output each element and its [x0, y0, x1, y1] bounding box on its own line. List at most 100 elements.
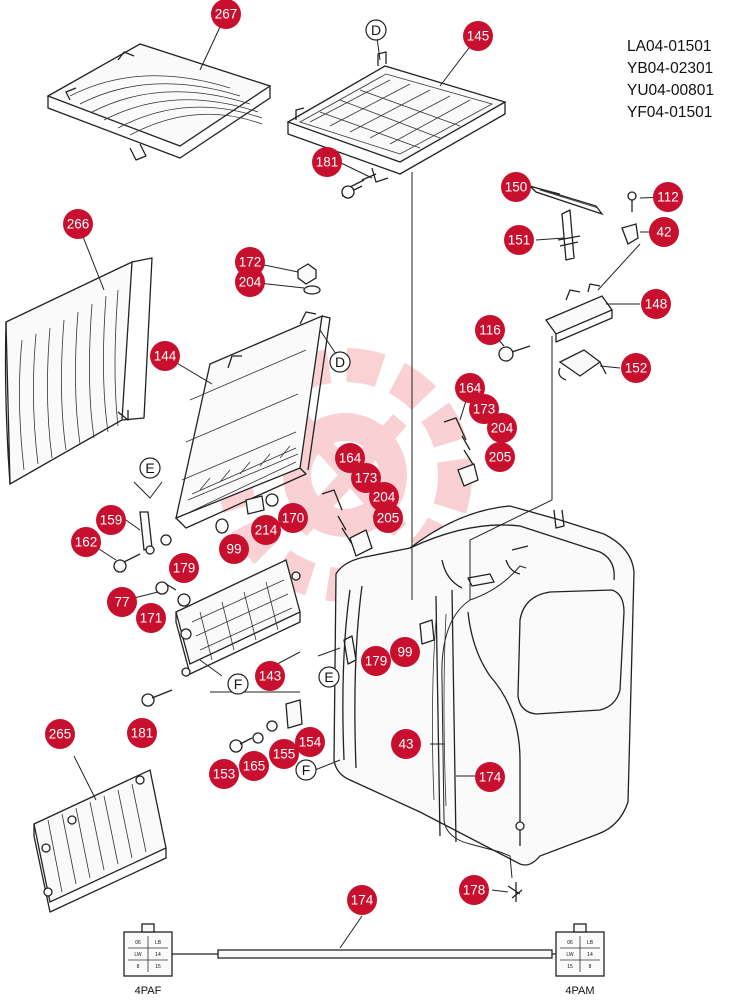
- callout-159[interactable]: 159: [96, 505, 126, 535]
- callout-174[interactable]: 174: [475, 762, 505, 792]
- part-164-bolt-left: [321, 489, 373, 557]
- part-181-bolt: [341, 173, 377, 199]
- part-144-side-frame: [175, 311, 331, 529]
- callout-205[interactable]: 205: [485, 442, 515, 472]
- callout-145[interactable]: 145: [463, 21, 493, 51]
- part-99-washer: [215, 518, 229, 534]
- part-267-grille-top: [46, 43, 272, 161]
- svg-text:150: 150: [505, 180, 528, 195]
- callout-162[interactable]: 162: [71, 527, 101, 557]
- svg-text:42: 42: [656, 225, 671, 240]
- part-159-gas-spring: [139, 511, 155, 555]
- callout-99[interactable]: 99: [390, 637, 420, 667]
- part-162-bolt: [113, 553, 141, 573]
- callout-148[interactable]: 148: [641, 289, 671, 319]
- callout-77[interactable]: 77: [107, 587, 137, 617]
- callout-179[interactable]: 179: [169, 553, 199, 583]
- svg-text:173: 173: [473, 402, 496, 417]
- callout-174[interactable]: 174: [347, 885, 377, 915]
- svg-text:116: 116: [479, 323, 501, 338]
- reference-lines: [411, 172, 641, 600]
- svg-text:148: 148: [645, 297, 668, 312]
- svg-text:LB: LB: [587, 940, 594, 946]
- callout-155[interactable]: 155: [269, 739, 299, 769]
- svg-text:162: 162: [75, 535, 98, 550]
- svg-text:178: 178: [463, 883, 486, 898]
- svg-text:155: 155: [273, 747, 296, 762]
- callout-116[interactable]: 116: [475, 315, 505, 345]
- model-code: YF04-01501: [627, 104, 713, 121]
- callout-151[interactable]: 151: [504, 225, 534, 255]
- callout-204[interactable]: 204: [235, 267, 265, 297]
- part-172-nut: [297, 263, 321, 295]
- callout-43[interactable]: 43: [391, 729, 421, 759]
- svg-text:99: 99: [226, 542, 241, 557]
- callout-204[interactable]: 204: [487, 413, 517, 443]
- callout-181[interactable]: 181: [312, 147, 342, 177]
- callout-42[interactable]: 42: [649, 217, 679, 247]
- callout-165[interactable]: 165: [239, 751, 269, 781]
- connector-label-right: 4PAM: [565, 985, 594, 997]
- svg-text:8: 8: [137, 964, 140, 970]
- callout-171[interactable]: 171: [136, 603, 166, 633]
- callout-181[interactable]: 181: [127, 718, 157, 748]
- callout-173[interactable]: 173: [351, 463, 381, 493]
- model-code-list: LA04-01501 YB04-02301 YU04-00801 YF04-01…: [627, 36, 733, 124]
- svg-text:D: D: [335, 354, 345, 370]
- part-155-nut: [266, 720, 278, 732]
- callout-214[interactable]: 214: [251, 515, 281, 545]
- svg-text:174: 174: [479, 770, 502, 785]
- callout-170[interactable]: 170: [278, 503, 308, 533]
- model-code: LA04-01501: [627, 38, 712, 55]
- svg-text:154: 154: [299, 735, 322, 750]
- svg-text:06: 06: [135, 940, 141, 946]
- svg-text:267: 267: [215, 7, 238, 22]
- part-150-wiper-blade: [529, 185, 604, 216]
- callout-179[interactable]: 179: [361, 646, 391, 676]
- svg-text:164: 164: [339, 451, 362, 466]
- cabin-body: [333, 505, 635, 866]
- svg-text:15: 15: [567, 964, 573, 970]
- svg-text:152: 152: [625, 361, 648, 376]
- part-153-bolt: [229, 737, 253, 753]
- connector-label-left: 4PAF: [135, 985, 162, 997]
- svg-text:204: 204: [239, 275, 262, 290]
- part-154-bracket: [285, 699, 303, 729]
- svg-text:LW: LW: [566, 952, 573, 958]
- callout-153[interactable]: 153: [209, 759, 239, 789]
- part-148-wiper-motor: [545, 283, 613, 343]
- callout-205[interactable]: 205: [373, 503, 403, 533]
- callout-99[interactable]: 99: [219, 534, 249, 564]
- callout-265[interactable]: 265: [45, 719, 75, 749]
- part-178-clip: [507, 882, 523, 902]
- callout-266[interactable]: 266: [63, 209, 93, 239]
- callout-152[interactable]: 152: [621, 353, 651, 383]
- part-42-clip: [621, 223, 639, 245]
- svg-text:265: 265: [49, 727, 72, 742]
- svg-text:F: F: [234, 676, 243, 692]
- view-letter: E: [318, 666, 340, 688]
- part-170-nut: [265, 493, 279, 507]
- svg-text:205: 205: [489, 450, 512, 465]
- svg-text:172: 172: [239, 255, 262, 270]
- callout-112[interactable]: 112: [653, 182, 683, 212]
- svg-text:112: 112: [657, 190, 679, 205]
- callout-154[interactable]: 154: [295, 727, 325, 757]
- callout-144[interactable]: 144: [150, 341, 180, 371]
- part-179-washer: [160, 534, 172, 546]
- svg-text:170: 170: [282, 511, 305, 526]
- callout-173[interactable]: 173: [469, 394, 499, 424]
- svg-text:153: 153: [213, 767, 236, 782]
- part-171-washer: [177, 593, 191, 607]
- callout-267[interactable]: 267: [211, 0, 241, 29]
- callout-164[interactable]: 164: [335, 443, 365, 473]
- view-letter: D: [329, 351, 351, 373]
- callout-150[interactable]: 150: [501, 172, 531, 202]
- callout-143[interactable]: 143: [255, 661, 285, 691]
- svg-text:144: 144: [154, 349, 177, 364]
- callout-178[interactable]: 178: [459, 875, 489, 905]
- svg-text:165: 165: [243, 759, 266, 774]
- svg-text:E: E: [145, 460, 154, 476]
